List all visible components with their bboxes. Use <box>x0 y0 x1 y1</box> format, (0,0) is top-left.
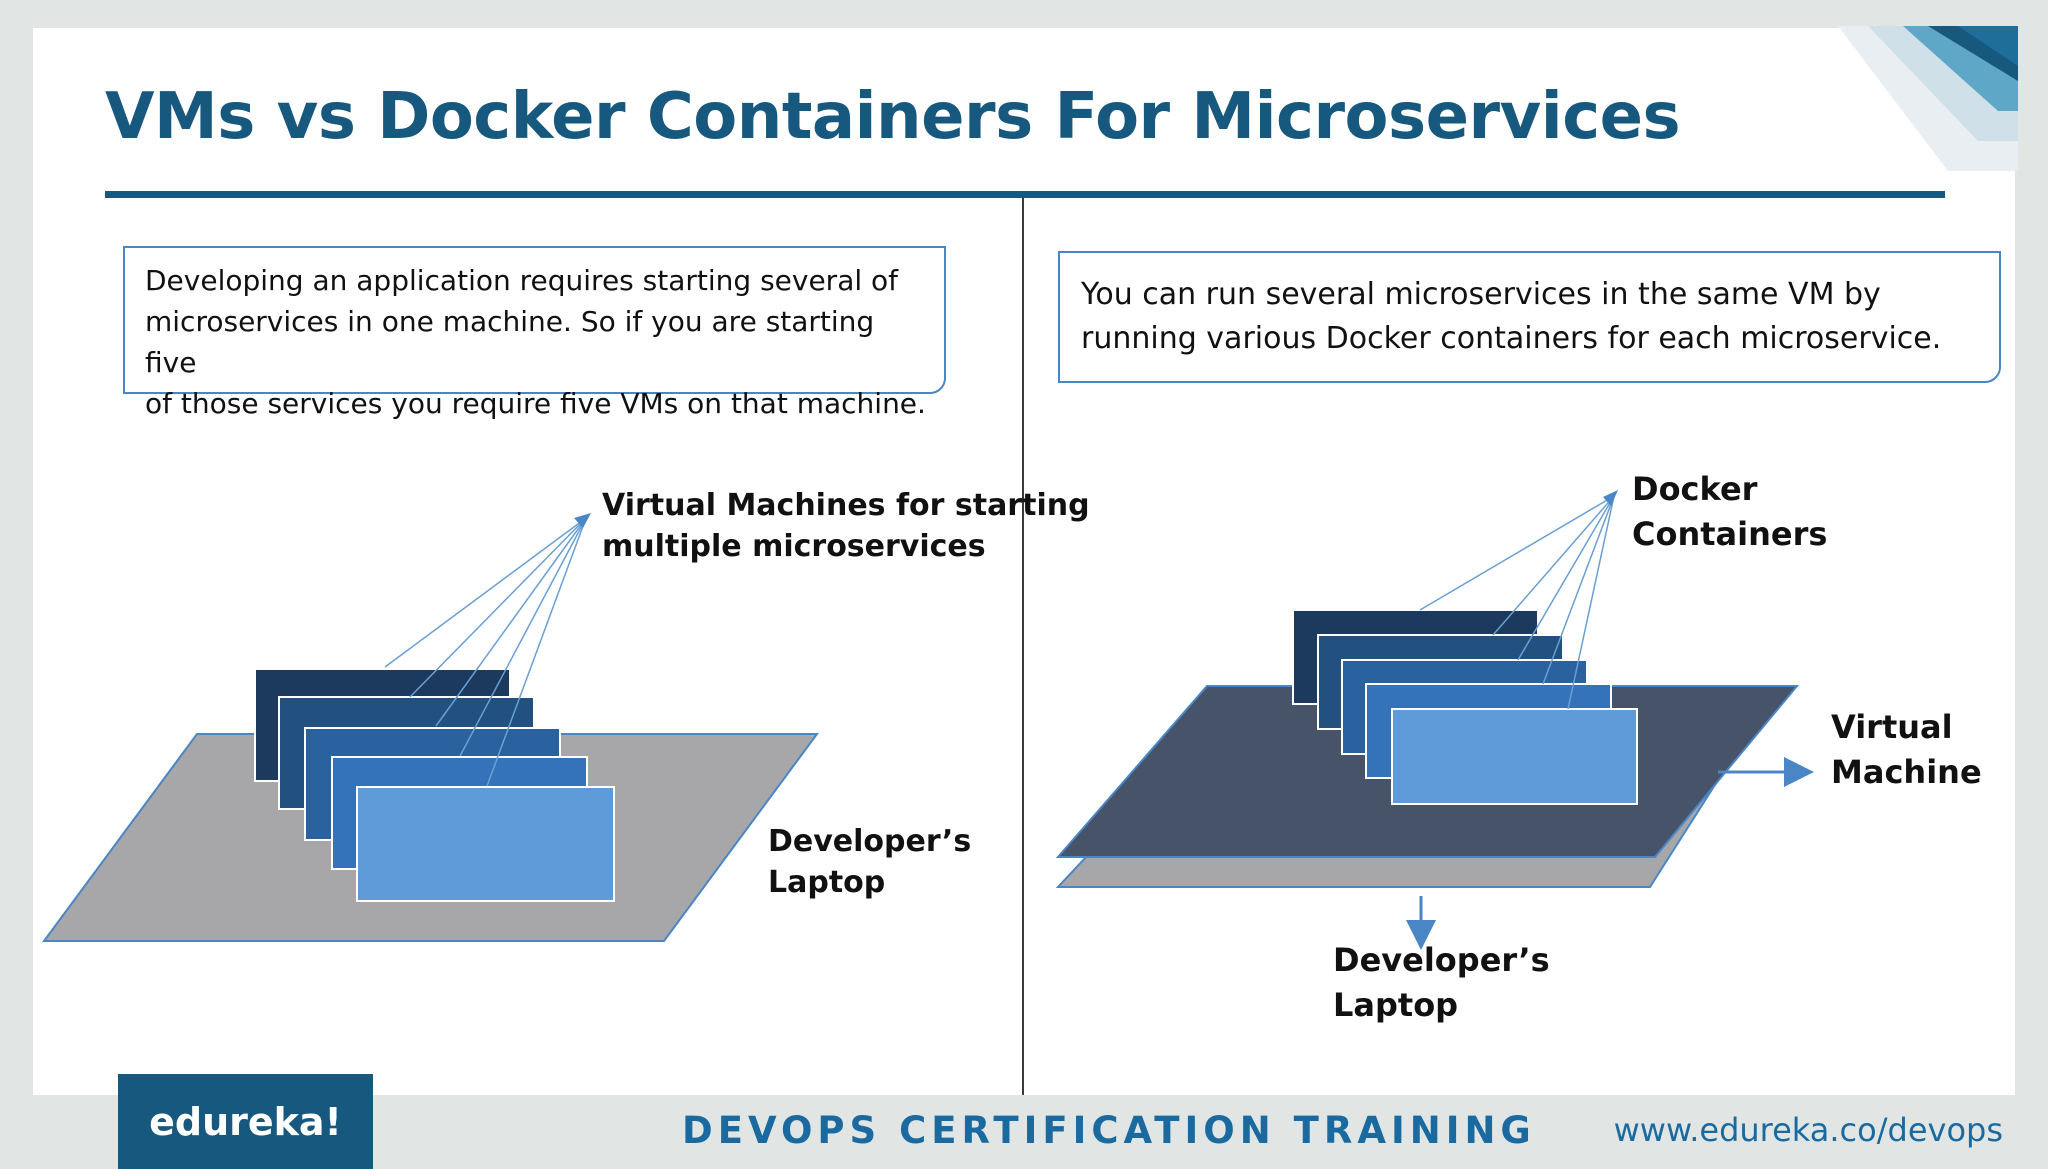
course-title: DEVOPS CERTIFICATION TRAINING <box>682 1109 1536 1152</box>
left-description-line: of those services you require five VMs o… <box>145 387 926 420</box>
title-underline <box>105 191 1945 198</box>
left-vm-layer <box>356 786 615 902</box>
left-vm-arrow-head <box>574 513 591 528</box>
right-container-layer <box>1391 708 1638 805</box>
right-vm-label: Virtual Machine <box>1831 705 1982 795</box>
right-container-pointer-lines <box>1419 495 1615 710</box>
right-laptop-label-line: Developer’s <box>1333 941 1550 979</box>
footer-url-link[interactable]: www.edureka.co/devops <box>1613 1111 2003 1149</box>
left-vm-pointer-lines <box>384 517 587 787</box>
corner-decoration <box>1838 26 2018 171</box>
edureka-logo[interactable]: edureka! <box>118 1074 373 1169</box>
right-description-line: You can run several microservices in the… <box>1081 277 1881 312</box>
left-description-box: Developing an application requires start… <box>123 246 946 420</box>
left-laptop-label: Developer’s Laptop <box>768 821 971 903</box>
right-vm-label-line: Virtual <box>1831 708 1953 746</box>
left-vm-label-line: Virtual Machines for starting <box>602 488 1090 523</box>
left-vm-label-line: multiple microservices <box>602 529 986 564</box>
left-laptop-label-line: Laptop <box>768 865 886 900</box>
right-containers-label: Docker Containers <box>1632 467 1827 557</box>
right-containers-label-line: Containers <box>1632 515 1828 553</box>
right-laptop-label: Developer’s Laptop <box>1333 938 1550 1028</box>
right-description-line: running various Docker containers for ea… <box>1081 321 1942 356</box>
right-description-box: You can run several microservices in the… <box>1058 251 2001 383</box>
page-title: VMs vs Docker Containers For Microservic… <box>105 80 1681 154</box>
left-vm-label: Virtual Machines for starting multiple m… <box>602 485 1090 567</box>
left-vm-stack <box>254 668 615 902</box>
right-vm-label-line: Machine <box>1831 753 1982 791</box>
left-laptop-label-line: Developer’s <box>768 824 972 859</box>
right-container-arrow-head <box>1603 490 1618 506</box>
right-containers-label-line: Docker <box>1632 470 1758 508</box>
left-description-line: Developing an application requires start… <box>145 264 899 297</box>
right-container-stack <box>1292 609 1638 805</box>
center-divider <box>1022 198 1024 1095</box>
right-laptop-label-line: Laptop <box>1333 986 1459 1024</box>
left-description-line: microservices in one machine. So if you … <box>145 305 875 379</box>
